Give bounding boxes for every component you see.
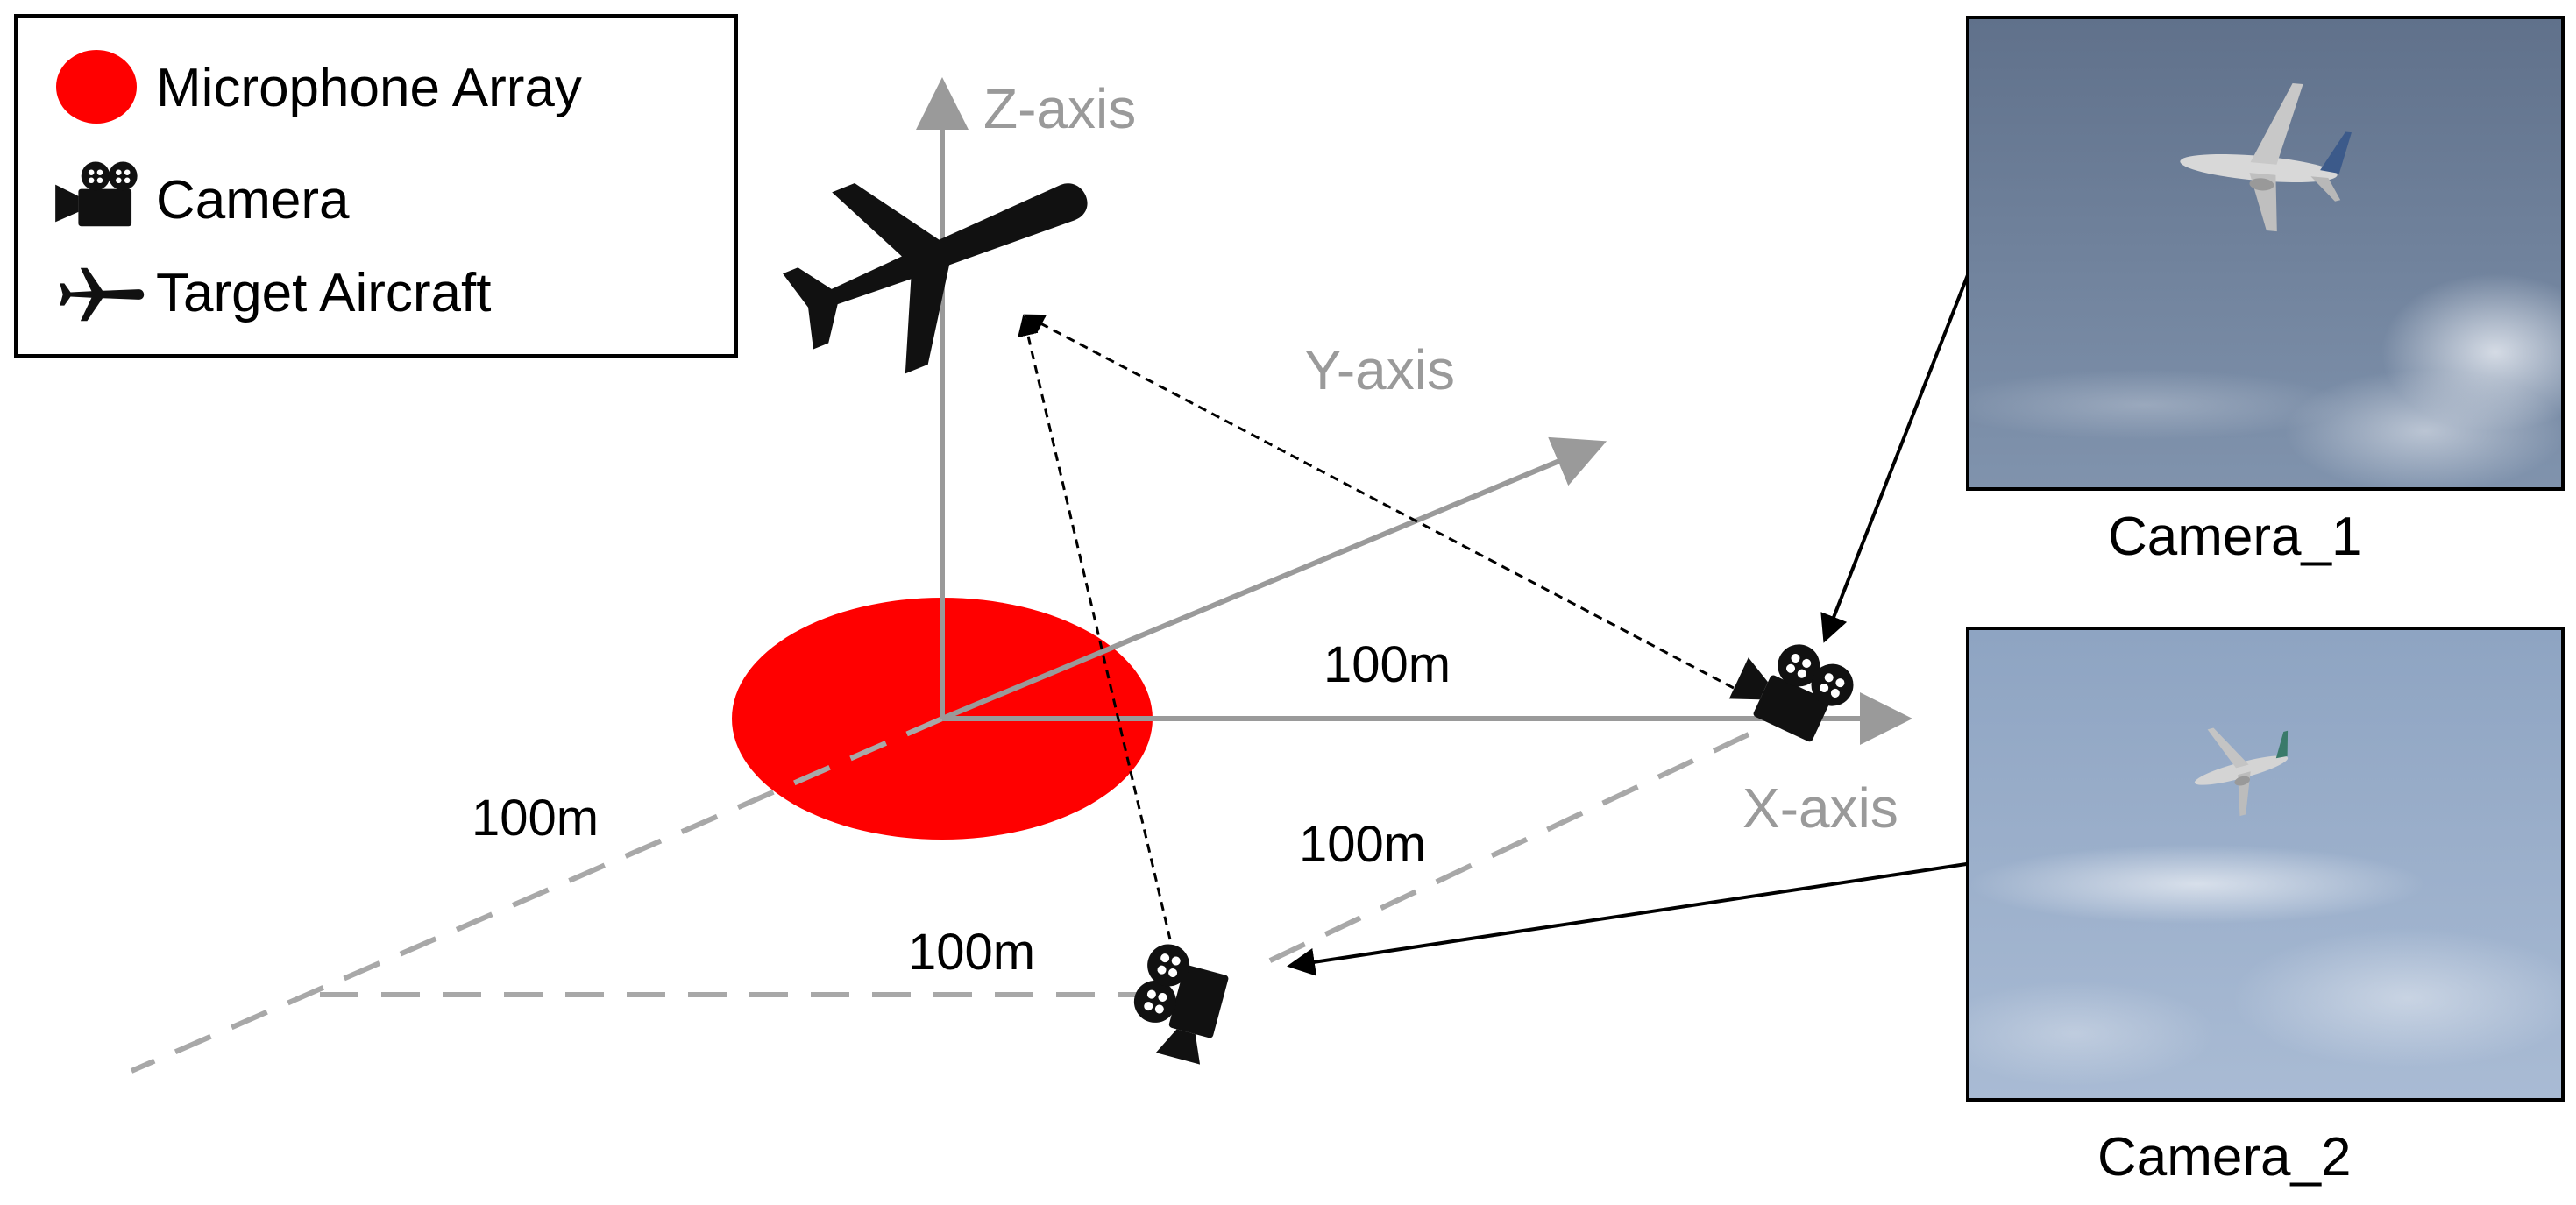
camera-icon bbox=[55, 161, 138, 227]
camera-1-photo bbox=[1966, 16, 2565, 491]
legend-item-target-aircraft: Target Aircraft bbox=[18, 259, 734, 347]
red-circle-icon bbox=[56, 50, 137, 124]
camera2-sightline bbox=[1018, 315, 1172, 940]
x-axis-label: X-axis bbox=[1742, 776, 1898, 840]
aircraft-photo-1 bbox=[2180, 82, 2352, 232]
camera-2-caption: Camera_2 bbox=[2097, 1127, 2352, 1187]
y-axis-line bbox=[940, 436, 1607, 721]
photo1-to-camera1-arrow bbox=[1820, 259, 1976, 643]
camera2-diagonal-distance-label: 100m bbox=[1299, 816, 1427, 873]
left-dashed-axis-line bbox=[130, 716, 944, 1074]
legend-label-camera: Camera bbox=[156, 170, 350, 230]
camera-2-sky-image bbox=[1969, 630, 2561, 1098]
legend-label-target-aircraft: Target Aircraft bbox=[156, 263, 492, 323]
photo2-to-camera2-arrow bbox=[1287, 861, 1973, 976]
legend-item-microphone-array: Microphone Array bbox=[18, 49, 734, 137]
camera-1-caption: Camera_1 bbox=[2108, 507, 2362, 567]
left-distance-label: 100m bbox=[472, 790, 600, 847]
camera1-sightline bbox=[1023, 314, 1748, 697]
legend-item-camera: Camera bbox=[18, 158, 734, 245]
x-distance-label: 100m bbox=[1323, 636, 1451, 693]
y-axis-label: Y-axis bbox=[1304, 338, 1455, 401]
legend-label-microphone-array: Microphone Array bbox=[156, 58, 582, 118]
camera-2-icon bbox=[1133, 944, 1229, 1065]
camera-1-icon bbox=[1728, 644, 1854, 742]
target-aircraft-icon bbox=[783, 182, 1088, 374]
airplane-icon bbox=[60, 267, 145, 322]
camera2-to-camera1-dashed-line bbox=[1250, 732, 1750, 972]
legend-box: Microphone Array Camera bbox=[14, 14, 738, 358]
aircraft-photo-2 bbox=[2194, 727, 2289, 817]
camera-1-sky-image bbox=[1969, 19, 2561, 487]
camera2-horizontal-distance-label: 100m bbox=[908, 924, 1036, 981]
camera-2-photo bbox=[1966, 627, 2565, 1102]
z-axis-label: Z-axis bbox=[983, 77, 1137, 140]
